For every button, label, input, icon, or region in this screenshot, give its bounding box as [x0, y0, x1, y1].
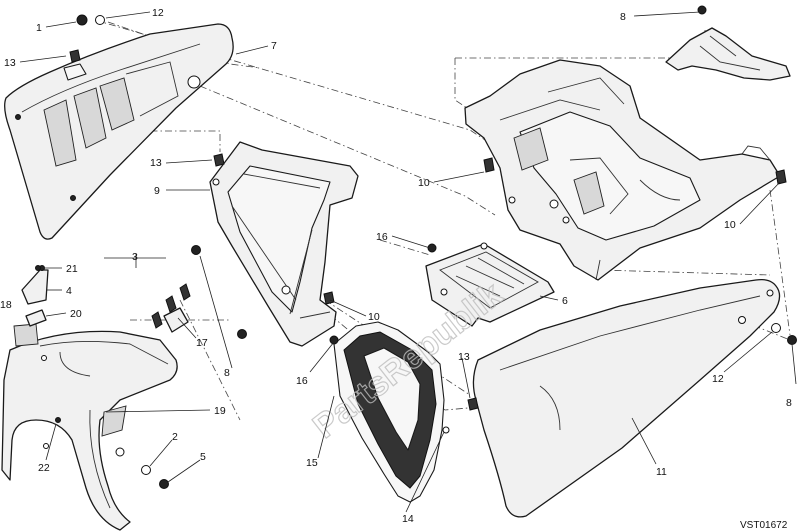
callout-22: 22: [38, 462, 50, 474]
small-fittings: [21, 265, 191, 333]
callout-10-center: 10: [368, 311, 380, 323]
inner-panel: [333, 321, 445, 503]
rear-hook-bracket: [665, 5, 791, 81]
rear-subframe-tray: [464, 59, 787, 281]
side-cover-left: [4, 23, 234, 240]
callout-9: 9: [154, 185, 160, 197]
callout-7: 7: [271, 40, 277, 52]
leader-lines: [19, 11, 797, 513]
callout-13-center: 13: [150, 157, 162, 169]
fasteners: [35, 14, 797, 489]
drawing-code: VST01672: [740, 520, 788, 531]
callout-2: 2: [172, 431, 178, 443]
callout-12-right: 12: [712, 373, 724, 385]
callout-12-top: 12: [152, 7, 164, 19]
callout-20: 20: [70, 308, 82, 320]
callout-4: 4: [66, 285, 72, 297]
callout-15: 15: [306, 457, 318, 469]
callout-3: 3: [132, 251, 138, 263]
callout-13-lower: 13: [458, 351, 470, 363]
callout-8-top: 8: [620, 11, 626, 23]
callout-11: 11: [656, 466, 667, 478]
callout-14: 14: [402, 513, 414, 525]
callout-1: 5: [200, 451, 206, 463]
callout-16-lower: 16: [296, 375, 308, 387]
callout-8-right: 8: [786, 397, 792, 409]
callout-21: 21: [66, 263, 78, 275]
callout-17: 17: [196, 337, 208, 349]
callout-8-left: 8: [224, 367, 230, 379]
callout-16-upper: 16: [376, 231, 388, 243]
callout-6: 1: [36, 22, 42, 34]
side-cover-right: [472, 278, 781, 518]
callout-labels: 1 12 7 13 8 13 9 10 16 6 10 3 21 4 18 20…: [0, 7, 792, 525]
callout-10-right: 10: [724, 219, 736, 231]
mount-bracket: [425, 242, 555, 327]
front-mudguard: [1, 323, 178, 531]
callout-5: 6: [562, 295, 568, 307]
callout-10-upper: 10: [418, 177, 430, 189]
callout-19: 19: [214, 405, 226, 417]
inner-frame: [209, 141, 359, 347]
callout-13-left: 13: [4, 57, 16, 69]
callout-18: 18: [0, 299, 12, 311]
